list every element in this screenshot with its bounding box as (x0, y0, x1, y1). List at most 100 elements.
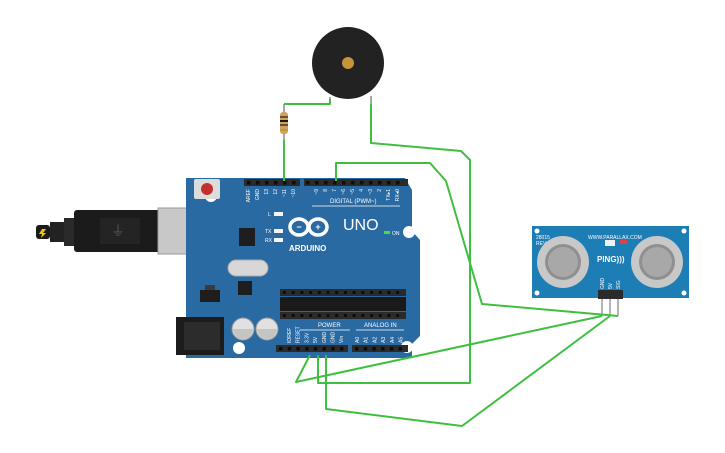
mounting-hole (233, 342, 245, 354)
pin-hole[interactable] (315, 181, 319, 185)
pin-hole[interactable] (398, 347, 403, 351)
pin-hole[interactable] (247, 181, 251, 185)
chip-pin (317, 314, 321, 317)
pin-hole[interactable] (381, 347, 385, 351)
sensor-brand-text: PING))) (597, 255, 625, 264)
crystal-oscillator (227, 259, 269, 277)
pin-hole[interactable] (333, 181, 337, 185)
svg-text:+: + (315, 222, 320, 232)
chip-pin (300, 314, 304, 317)
pin-hole[interactable] (360, 181, 364, 185)
chip-pin (370, 314, 373, 317)
led-rx (274, 238, 283, 242)
digital-pin-label: 12 (273, 189, 279, 195)
pin-hole[interactable] (306, 181, 310, 185)
chip-pin (317, 291, 321, 294)
analog-header-label: ANALOG IN (364, 323, 397, 329)
pin-hole[interactable] (331, 347, 335, 351)
reset-button[interactable] (194, 179, 220, 199)
usb-cable[interactable]: ⏚ (36, 207, 195, 255)
power-pin-header[interactable] (276, 345, 348, 352)
usb-symbol-icon: ⏚ (111, 223, 125, 239)
usb-chip (239, 228, 255, 246)
pin-hole[interactable] (351, 181, 355, 185)
pin-label: Vin (339, 336, 345, 343)
pin-hole[interactable] (378, 181, 382, 185)
pin-label: GND (600, 278, 606, 290)
pin-hole[interactable] (339, 347, 344, 351)
digital-pin-label: ~3 (368, 189, 374, 195)
chip-pin (300, 291, 304, 294)
wire-buzzer-gnd[interactable] (317, 104, 471, 384)
wire-pin7-sig[interactable] (335, 162, 619, 317)
power-led-label: ON (392, 231, 400, 237)
pin-hole[interactable] (322, 347, 327, 351)
pin-hole[interactable] (389, 347, 394, 351)
led-l (274, 212, 283, 216)
atmega-chip (280, 289, 406, 319)
digital-pin-label: ~5 (350, 189, 356, 195)
power-jack[interactable] (176, 317, 224, 355)
pin-hole[interactable] (305, 347, 309, 351)
pin-label: GND (322, 332, 328, 344)
pin-hole[interactable] (292, 181, 296, 185)
pin-hole[interactable] (256, 181, 260, 185)
pin-label: 5V (313, 336, 319, 343)
pin-hole[interactable] (396, 181, 400, 185)
chip-pin (361, 291, 365, 294)
chip-pin (378, 314, 382, 317)
wire-resistor-buzzer[interactable] (284, 99, 331, 105)
analog-pin-header[interactable] (352, 345, 408, 352)
pin-hole[interactable] (363, 347, 368, 351)
power-led (384, 231, 390, 234)
chip-pin (291, 291, 295, 294)
pin-hole[interactable] (324, 181, 328, 185)
sensor-led (620, 240, 627, 244)
pin-label: RESET (296, 326, 302, 343)
digital-pin-header[interactable] (244, 179, 408, 186)
pin-label: A4 (390, 337, 396, 343)
piezo-buzzer[interactable] (312, 27, 384, 104)
pin-hole[interactable] (387, 181, 391, 185)
sensor-website: WWW.PARALLAX.COM (588, 235, 642, 241)
resistor[interactable] (280, 104, 288, 140)
pin-label: 5V (608, 282, 614, 289)
wire-5v-sensor[interactable] (295, 315, 603, 383)
digital-pin-label: ~11 (282, 189, 288, 197)
sensor-pin-header[interactable] (598, 290, 623, 299)
pin-hole[interactable] (274, 181, 278, 185)
pin-hole[interactable] (369, 181, 373, 185)
chip-pin (352, 291, 356, 294)
pin-hole[interactable] (279, 347, 283, 351)
chip-pin (387, 314, 391, 317)
chip-pin (291, 314, 295, 317)
chip-pin (335, 291, 339, 294)
pin-hole[interactable] (313, 347, 318, 351)
pin-hole[interactable] (283, 181, 287, 185)
arduino-model-text: UNO (343, 217, 379, 234)
digital-pin-label: 13 (264, 189, 270, 195)
pin-hole[interactable] (342, 181, 346, 185)
chip-pin (396, 314, 400, 317)
led-tx (274, 229, 283, 233)
pin-label: IOREF (287, 328, 293, 343)
pin-hole[interactable] (287, 347, 292, 351)
pin-hole[interactable] (296, 347, 300, 351)
pin-hole[interactable] (355, 347, 359, 351)
pin-label: A2 (372, 337, 378, 343)
pin-hole[interactable] (372, 347, 376, 351)
pin-label: A0 (355, 337, 361, 343)
chip-pin (309, 291, 313, 294)
sensor-crystal (605, 240, 615, 246)
voltage-regulator (200, 290, 220, 302)
ping-ultrasonic-sensor[interactable]: 28015 REV C WWW.PARALLAX.COM PING))) GND… (532, 226, 689, 316)
transducer-right (631, 236, 683, 288)
wire-gnd-sensor[interactable] (325, 315, 611, 427)
chip-pin (326, 291, 330, 294)
pin-hole[interactable] (265, 181, 269, 185)
